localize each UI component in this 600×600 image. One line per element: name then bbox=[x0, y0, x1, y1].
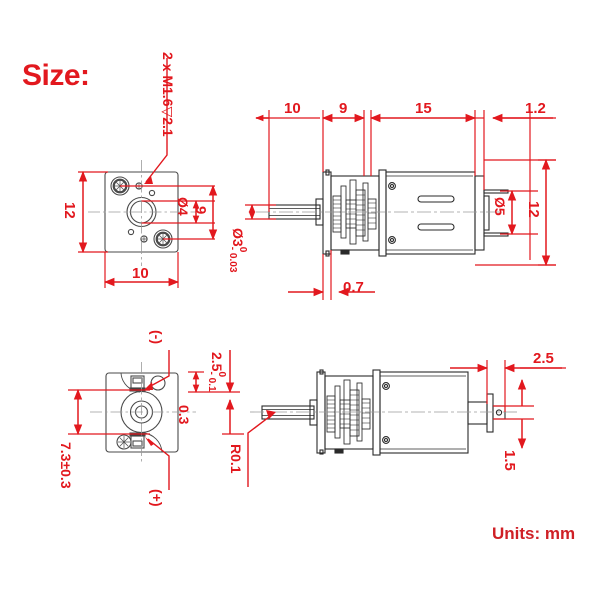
dim-label-height-12: 12 bbox=[61, 202, 78, 219]
units-note: Units: mm bbox=[492, 524, 576, 543]
front-bottom-dimensions bbox=[68, 350, 244, 490]
dim-label-neg-terminal: (-) bbox=[149, 330, 165, 344]
front-top-dimensions bbox=[78, 58, 218, 288]
dim-tol-lower-tab-2p5: - 0.1 bbox=[205, 371, 217, 392]
side-bottom-dimensions bbox=[247, 360, 566, 487]
page-title: Size: bbox=[22, 59, 90, 92]
dim-value-tab-2p5: 2.5 bbox=[209, 352, 226, 372]
dim-label-tab-0p3: 0.3 bbox=[176, 405, 192, 425]
dim-label-terminal-width-1p5: 1.5 bbox=[501, 450, 518, 471]
dim-label-shaft-len-10: 10 bbox=[284, 100, 301, 117]
dim-label-flange-0p7: 0.7 bbox=[343, 279, 364, 296]
side-bottom-geometry bbox=[250, 369, 520, 456]
dim-label-terminal-offset-2p5: 2.5 bbox=[533, 350, 554, 367]
dim-label-endcap-1p2: 1.2 bbox=[525, 100, 546, 117]
dim-label-thread-note: 2 x M1.6▽2.1 bbox=[160, 52, 176, 137]
dim-label-terminal-dia-5: Ø5 bbox=[492, 197, 508, 216]
dim-label-width-10: 10 bbox=[132, 265, 149, 282]
side-top-geometry bbox=[256, 169, 509, 257]
dim-tol-lower-shaft-dia-3: - 0.03 bbox=[226, 246, 238, 273]
dim-tol-upper-shaft-dia-3: 0 bbox=[237, 246, 248, 253]
dim-label-body-height-12: 12 bbox=[525, 201, 542, 218]
dim-label-pitch-9: 9 bbox=[192, 206, 209, 215]
dim-label-gearbox-9: 9 bbox=[339, 100, 348, 117]
dim-label-shaft-fillet-r0p1: R0.1 bbox=[228, 444, 244, 474]
dim-tol-upper-tab-2p5: 0 bbox=[216, 371, 227, 378]
dim-label-motor-body-15: 15 bbox=[415, 100, 432, 117]
dim-label-pos-terminal: (+) bbox=[149, 489, 165, 507]
dim-value-shaft-dia-3: Ø3 bbox=[230, 228, 247, 247]
side-top-dimensions bbox=[245, 110, 556, 300]
dim-label-bore-dia-4: Ø4 bbox=[175, 197, 191, 216]
dim-label-terminal-span-7p3: 7.3±0.3 bbox=[58, 442, 74, 489]
